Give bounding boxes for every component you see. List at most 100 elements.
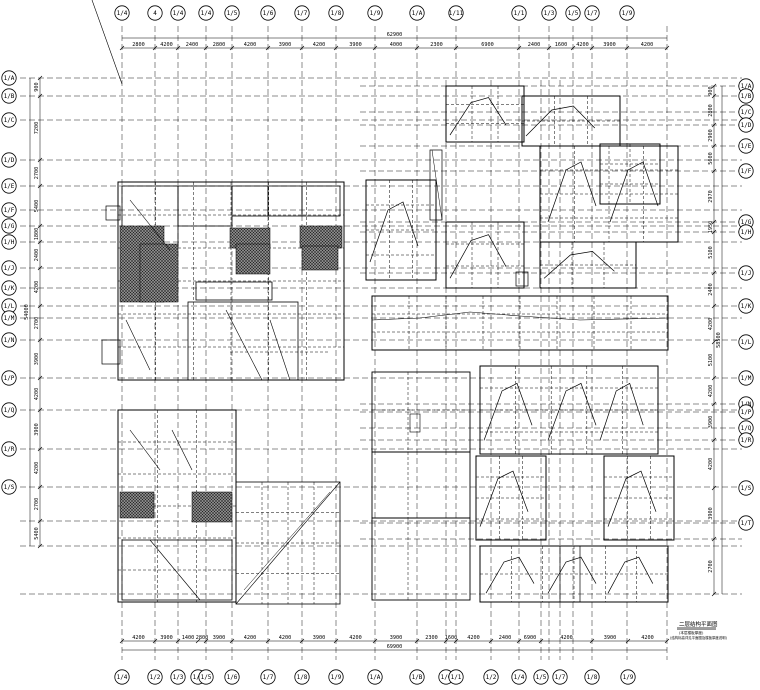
svg-text:1/Q: 1/Q [4,407,15,414]
svg-text:1/D: 1/D [4,157,15,164]
dimension-label: 2400 [34,249,40,262]
axis-bubble-right: 1/P [738,404,754,420]
axis-bubble-bottom: 1/A [367,669,383,685]
dimension-label: 3900 [603,42,616,48]
axis-bubble-bottom: 1/2 [483,669,499,685]
dimension-label: 4200 [279,635,292,641]
dimension-label: 2800 [196,635,209,641]
dimension-label: 6900 [481,42,494,48]
axis-bubble-left: 1/C [1,112,17,128]
svg-text:1/6: 1/6 [263,10,274,17]
svg-text:1/E: 1/E [4,183,15,190]
axis-bubble-bottom: 1/5 [533,669,549,685]
svg-text:1/5: 1/5 [568,10,579,17]
dimension-label: 2400 [528,42,541,48]
axis-bubble-bottom: 1/1 [448,669,464,685]
axis-bubble-left: 1/H [1,234,17,250]
beam-line [129,199,171,251]
svg-text:1/F: 1/F [741,168,752,175]
axis-bubble-top: 1/4 [114,5,130,21]
dimension-label: 2970 [708,190,714,203]
beam-line [125,319,151,371]
axis-bubble-right: 1/D [738,117,754,133]
dimension-label: 4200 [34,281,40,294]
axis-bubble-bottom: 1/5 [198,669,214,685]
beam-line [225,309,263,381]
dimension-label: 2300 [425,635,438,641]
svg-text:1/7: 1/7 [263,674,274,681]
dimension-label: 4200 [34,462,40,475]
axis-bubble-left: 1/Q [1,402,17,418]
dimension-label: 4200 [160,42,173,48]
axis-bubble-left: 1/B [1,88,17,104]
dimension-label: 2800 [708,104,714,117]
axis-bubble-top: 1/7 [584,5,600,21]
svg-text:1/7: 1/7 [587,10,598,17]
svg-text:1/7: 1/7 [297,10,308,17]
axis-bubble-bottom: 1/8 [584,669,600,685]
beam-line [129,429,161,471]
dimension-label: 3900 [279,42,292,48]
dimension-label: 900 [708,86,714,95]
svg-text:1/6: 1/6 [227,674,238,681]
leader-line [91,0,123,85]
dimension-label: 2400 [708,283,714,296]
svg-text:1/P: 1/P [741,409,752,416]
dimension-label: 2800 [132,42,145,48]
slab-outline [445,221,525,289]
dimension-label: 1800 [34,228,40,241]
dimension-total: 69900 [387,644,403,650]
dimension-label: 900 [34,82,40,91]
svg-text:1/9: 1/9 [623,674,634,681]
axis-bubble-right: 1/E [738,138,754,154]
axis-bubble-right: 1/K [738,298,754,314]
dimension-label: 2700 [34,498,40,511]
svg-text:1/2: 1/2 [486,674,497,681]
slab-outline [121,539,233,601]
svg-text:1/J: 1/J [4,265,15,272]
dimension-label: 4200 [576,42,589,48]
dimension-label: 2400 [499,635,512,641]
dimension-label: 2700 [34,317,40,330]
svg-text:1/8: 1/8 [587,674,598,681]
dimension-label: 5400 [34,200,40,213]
svg-text:1/1: 1/1 [514,10,525,17]
drawing-subtitle-2: (结构标高详见平面图及楼板厚度说明) [670,635,728,640]
dimension-label: 5400 [34,527,40,540]
svg-text:1/R: 1/R [741,437,752,444]
hatched-slab-zone [119,491,155,519]
dimension-total: 58500 [716,332,722,348]
dimension-label: 1600 [445,635,458,641]
axis-bubble-left: 1/D [1,152,17,168]
rebar-line [607,470,657,527]
axis-bubble-bottom: 1/3 [170,669,186,685]
slab-outline [187,301,299,381]
svg-text:1/4: 1/4 [193,674,204,681]
dimension-label: 3900 [34,353,40,366]
axis-bubble-right: 1/J [738,265,754,281]
axis-bubble-right: 1/S [738,480,754,496]
svg-text:4: 4 [153,10,157,17]
axis-bubble-left: 1/P [1,370,17,386]
dimension-chain-left: 9007200270054001800240042002700390042003… [24,75,43,549]
dimension-label: 5600 [708,152,714,165]
dimension-label: 2400 [186,42,199,48]
beam-line [235,481,341,605]
svg-text:1/4: 1/4 [201,10,212,17]
axis-bubble-right: 1/B [738,88,754,104]
axis-bubble-bottom: 1/B [409,669,425,685]
axis-bubble-top: 4 [147,5,163,21]
slab-outline [559,545,581,603]
rebar-line [525,105,596,137]
svg-text:1/D: 1/D [741,122,752,129]
axis-bubble-bottom: 1/6 [224,669,240,685]
svg-text:1/11: 1/11 [449,10,464,17]
beam-line [431,149,443,221]
dimension-label: 4200 [244,42,257,48]
svg-text:1/B: 1/B [741,93,752,100]
beam-line [269,319,291,381]
